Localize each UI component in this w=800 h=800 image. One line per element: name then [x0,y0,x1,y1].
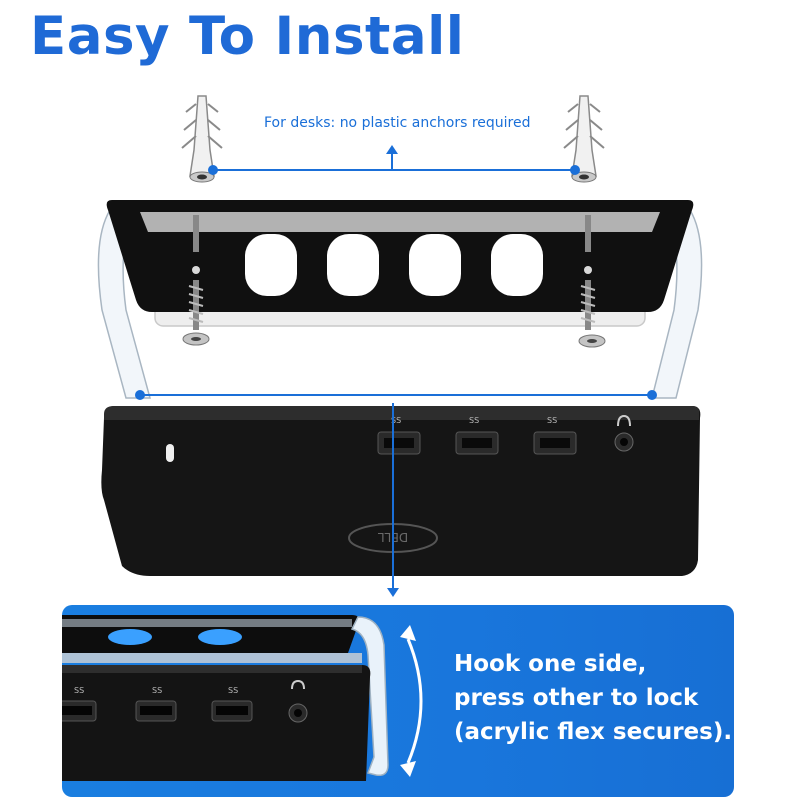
double-arrow-icon [400,625,423,777]
acrylic-bracket [97,200,703,399]
callout-line-3: (acrylic flex secures). [454,719,733,745]
usb-label: SS [228,686,238,695]
closeup-illustration: SS SS SS [62,615,423,781]
page-title: Easy To Install [30,6,465,67]
usb-label: SS [152,686,162,695]
usb-label: SS [391,416,401,425]
usb-port-icon [533,431,577,455]
headphone-icon [614,414,634,452]
usb-port-icon [377,431,421,455]
callout-text: Hook one side, press other to lock (acry… [454,647,732,749]
callout-line-1: Hook one side, [454,651,647,677]
screw-left-icon [182,215,210,346]
usb-port-icon [455,431,499,455]
lock-callout: SS SS SS Hook one side, press other to l… [62,605,734,797]
usb-label: SS [547,416,557,425]
dock-box: SS SS SS DELL [101,406,701,576]
wall-anchor-right-icon [563,95,605,183]
usb-label: SS [74,686,84,695]
callout-line-2: press other to lock [454,685,699,711]
anchor-connector [208,145,580,175]
power-led [166,444,174,462]
down-arrow [387,403,399,597]
usb-label: SS [469,416,479,425]
wall-anchor-left-icon [181,95,223,183]
anchor-note: For desks: no plastic anchors required [264,115,531,131]
bracket-connector [135,390,657,400]
screw-right-icon [578,215,606,348]
